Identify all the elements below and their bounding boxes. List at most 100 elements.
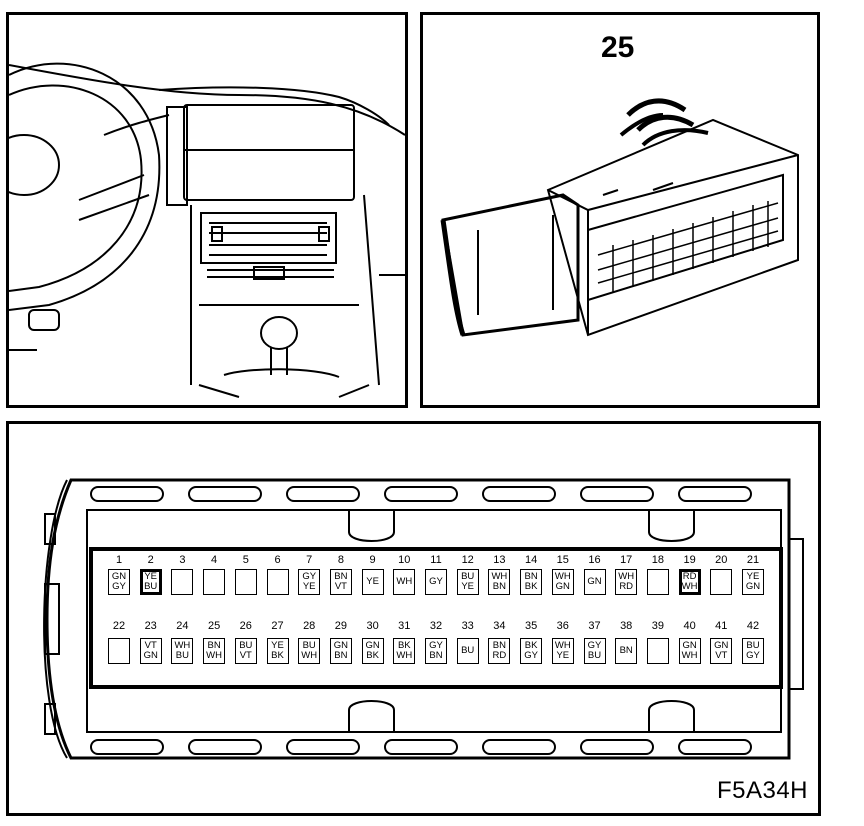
connector-drawing <box>440 98 799 337</box>
wire-color: YE <box>461 581 475 592</box>
wire-color: BK <box>524 640 538 651</box>
wire-color: VT <box>239 650 252 661</box>
wire-color: BU <box>587 650 602 661</box>
pin-cavity: GY <box>425 569 447 595</box>
pin-cavity <box>171 569 194 595</box>
pin-cavity: GN <box>583 569 606 595</box>
wire-color: BN <box>334 571 348 582</box>
pin-number: 22 <box>112 620 126 632</box>
wire-color: VT <box>144 640 157 651</box>
pin-number: 35 <box>524 620 538 632</box>
pin-number: 16 <box>588 554 601 566</box>
figure-id: F5A34H <box>716 777 808 804</box>
wire-color: GY <box>746 650 760 661</box>
pin-face <box>587 173 784 302</box>
pin-number: 6 <box>274 554 281 566</box>
wire-color: WH <box>618 571 635 582</box>
pin-number: 12 <box>461 554 474 566</box>
pin-number: 40 <box>683 620 696 632</box>
connector-housing <box>546 118 799 337</box>
gear-knob <box>260 316 298 350</box>
wire-color: GN <box>333 640 349 651</box>
wire-color: GN <box>143 650 158 661</box>
wire-color: GN <box>682 640 697 651</box>
wire-color: WH <box>491 571 508 582</box>
housing-outline <box>45 478 791 760</box>
connector-slide <box>441 193 580 337</box>
wire-color: YE <box>746 571 760 582</box>
pin-number: 1 <box>115 554 123 566</box>
pin-number: 18 <box>651 554 665 566</box>
pin-cavity: WH <box>393 569 416 595</box>
dashboard-location-view <box>6 12 408 408</box>
wire-color: GY <box>302 571 317 582</box>
wire-harness <box>626 98 695 132</box>
wire-color: BU <box>461 571 475 582</box>
bottom-vent-slots <box>90 739 752 755</box>
wire-color: BU <box>302 640 316 651</box>
pin-number: 37 <box>588 620 601 632</box>
wire-color: BN <box>524 571 538 582</box>
wire-color: RD <box>492 650 507 661</box>
wire-color: BK <box>524 581 538 592</box>
wire-color: YE <box>366 576 379 587</box>
pin-cavity: YE <box>361 569 384 595</box>
pin-number: 5 <box>242 554 249 566</box>
wire-color: WH <box>301 650 318 661</box>
wire-color: BK <box>271 650 284 661</box>
pin-number: 23 <box>144 620 157 632</box>
pin-number: 34 <box>493 620 506 632</box>
wire-color: BN <box>492 640 506 651</box>
pin-number: 32 <box>429 620 443 632</box>
wire-color: GY <box>112 581 126 592</box>
wire-color: GN <box>587 576 602 587</box>
wire-color: BU <box>144 581 158 592</box>
pin-number: 9 <box>369 554 376 566</box>
pin-number: 11 <box>430 554 442 566</box>
pin-number: 3 <box>179 554 186 566</box>
pin-number: 41 <box>715 620 728 632</box>
wire-color: GY <box>429 576 443 587</box>
wire-color: GN <box>111 571 127 582</box>
pin-number: 4 <box>211 554 218 566</box>
steering-hub <box>9 134 60 196</box>
pin-number: 13 <box>493 554 506 566</box>
pin-cavity <box>266 569 289 595</box>
pin-number: 10 <box>398 554 411 566</box>
pinout-housing-drawing <box>43 478 804 760</box>
pin-number: 30 <box>366 620 379 632</box>
connector-perspective-view: 25 <box>420 12 820 408</box>
pin-field-frame <box>89 547 783 689</box>
wire-color: BU <box>239 640 253 651</box>
pin-cavity <box>646 569 669 595</box>
wire-color: WH <box>396 576 413 587</box>
pin-cavity <box>203 569 226 595</box>
wire-color: GY <box>429 640 443 651</box>
wire-color: GN <box>555 581 570 592</box>
wire-color: WH <box>174 640 191 651</box>
wire-color: BU <box>461 645 475 656</box>
wire-color: GN <box>745 581 761 592</box>
pin-cavity: BU <box>456 638 479 664</box>
wire-color: BK <box>397 640 411 651</box>
pin-number: 33 <box>461 620 474 632</box>
wire-color: YE <box>556 650 570 661</box>
pin-number: 38 <box>620 620 633 632</box>
